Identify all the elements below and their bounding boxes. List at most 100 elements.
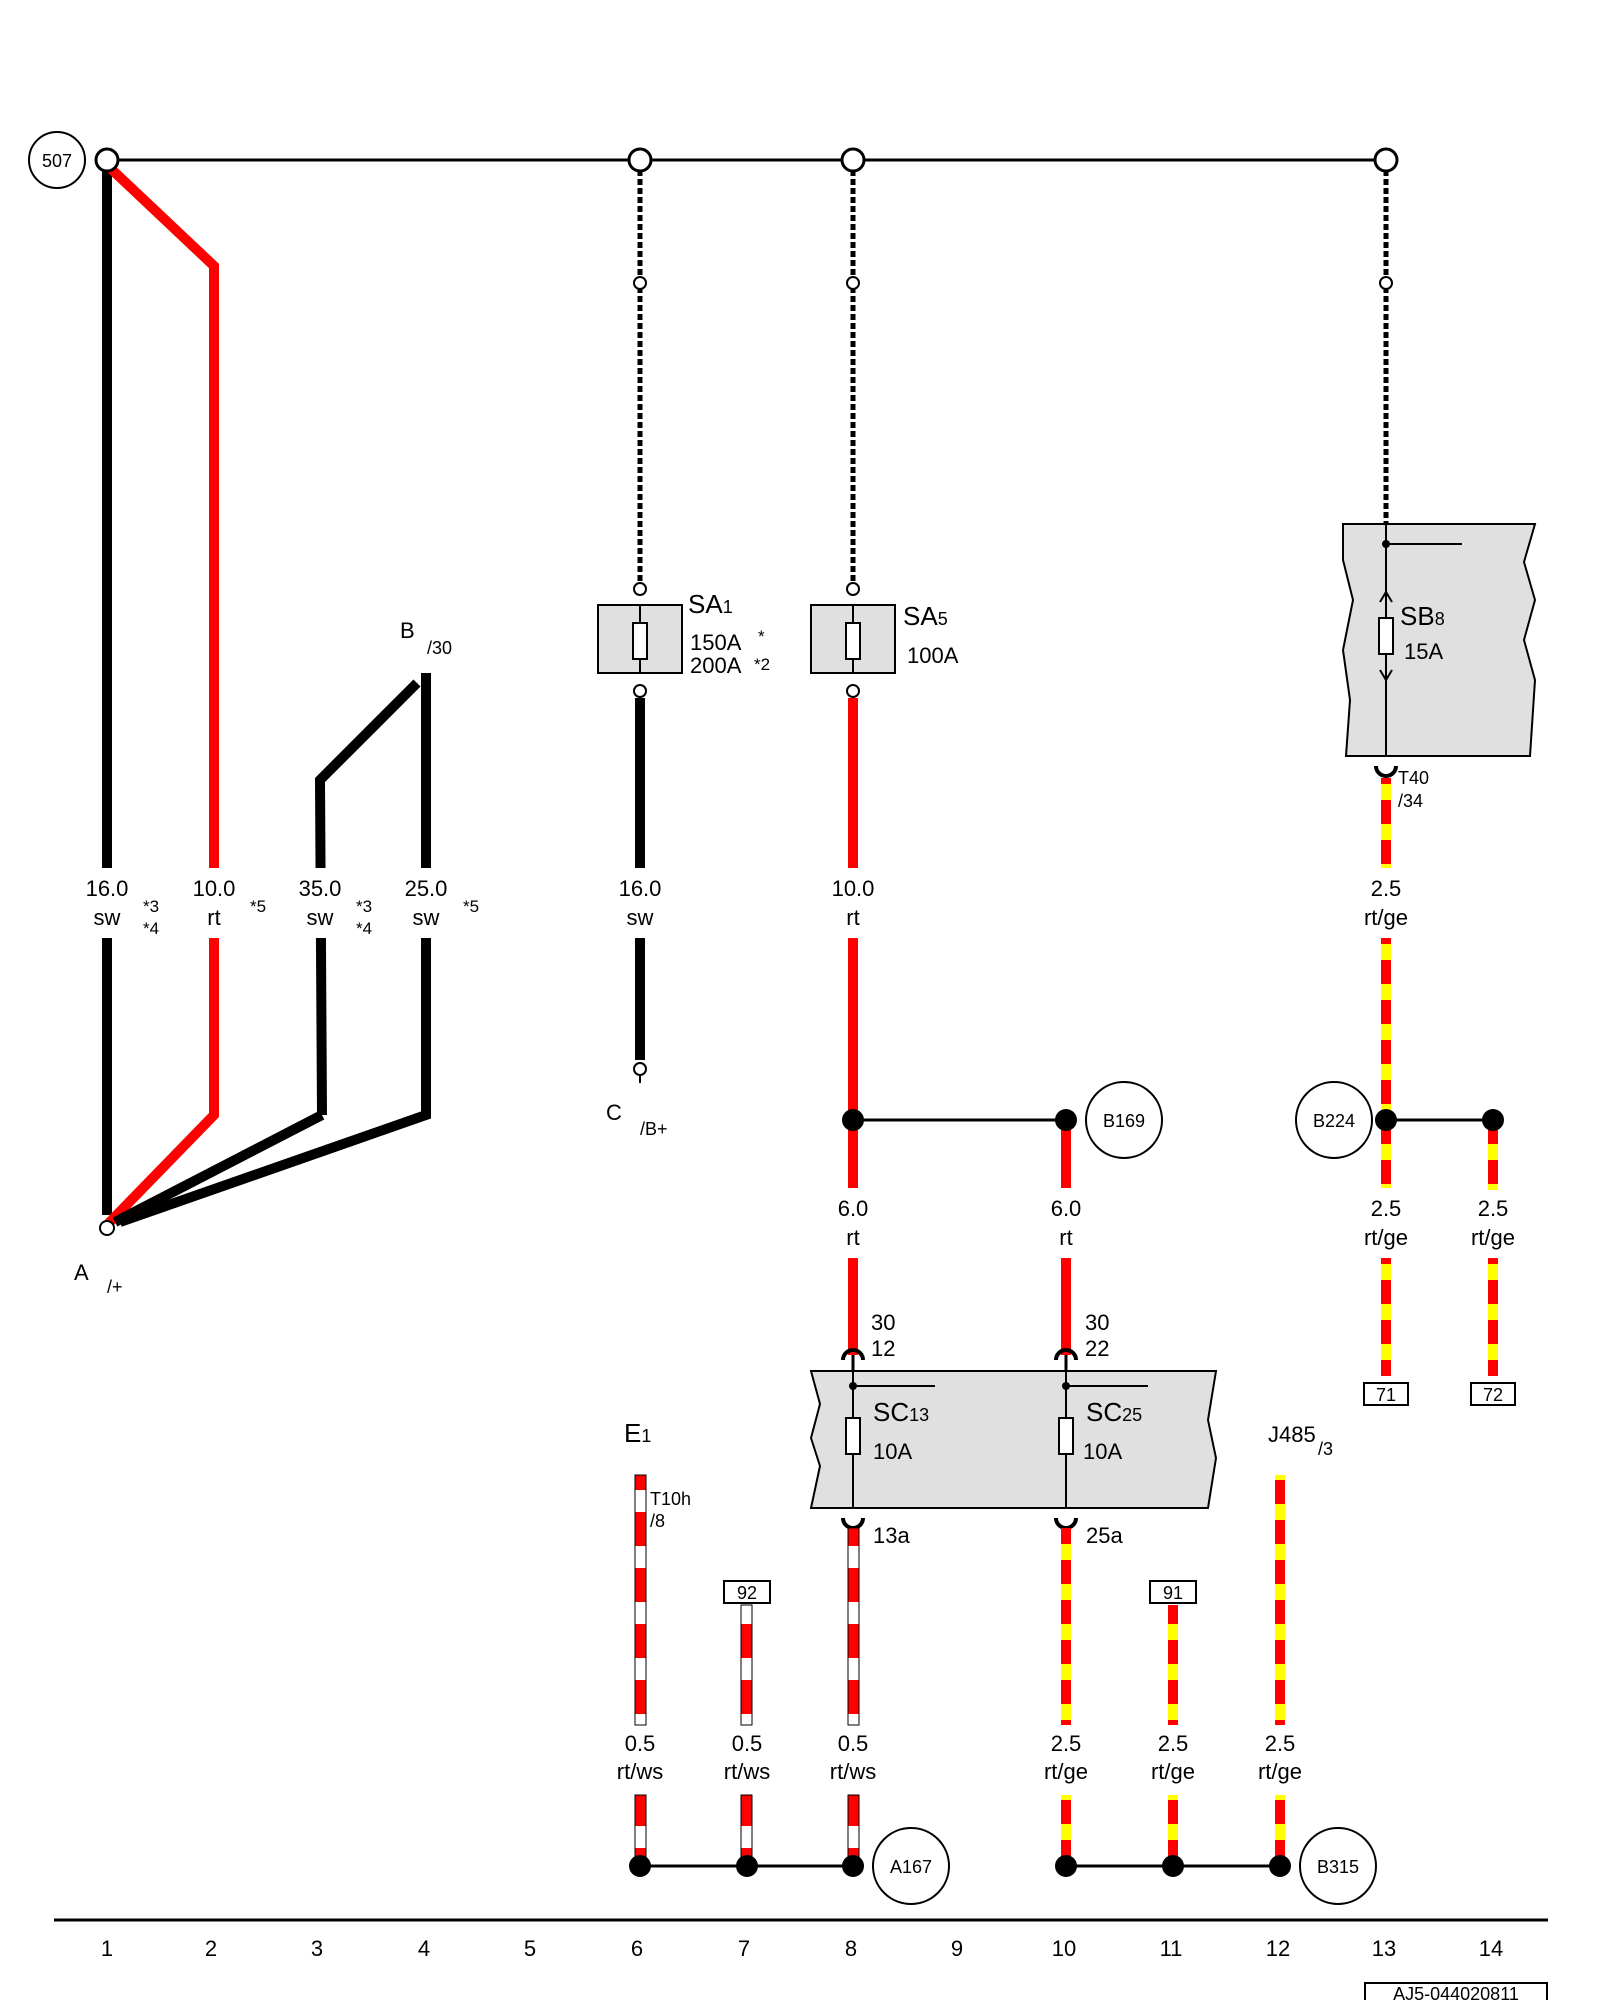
ref-91-box [1149, 1580, 1197, 1604]
wire-col3-black [314, 679, 421, 1116]
terminal-c-node [633, 1062, 647, 1076]
fuse-sa5-element [845, 622, 861, 660]
component-e1-pin-sub: /8 [650, 1511, 665, 1531]
terminal-b-sub: /30 [427, 638, 452, 658]
fuse-sc13-rating: 10A [873, 1439, 912, 1464]
sc13-pin-out: 13a [873, 1523, 910, 1548]
sc25-out-connector [1054, 1517, 1078, 1530]
column-number: 9 [951, 1936, 963, 1961]
wire-col6c-color: rt/ws [617, 1759, 663, 1784]
node-col6-c [633, 684, 647, 698]
fuse-sa5-name: SA5 [903, 601, 948, 631]
connection-b315-label: B315 [1317, 1857, 1359, 1877]
connection-a167-circle [872, 1827, 950, 1905]
splice-col10-bottom [1055, 1855, 1077, 1877]
wire-col1-note2: *4 [143, 919, 159, 938]
ground-label-circle [28, 131, 86, 189]
terminal-c-label: C [606, 1100, 622, 1125]
node-col8-b [846, 582, 860, 596]
terminal-c-sub: /B+ [640, 1119, 668, 1139]
wire-col10c-color: rt/ge [1044, 1759, 1088, 1784]
wire-col13a-color: rt/ge [1364, 905, 1408, 930]
label-gap-col8 [812, 868, 894, 938]
fuse-sa1-rating2: 200A [690, 653, 742, 678]
wire-col2-color: rt [207, 905, 220, 930]
wire-col2-note1: *5 [250, 897, 266, 916]
wire-col13b-size: 2.5 [1371, 1196, 1402, 1221]
splice-col6-bottom [629, 1855, 651, 1877]
wire-col11c-bottom [1168, 1795, 1178, 1866]
wire-col10c-size: 2.5 [1051, 1731, 1082, 1756]
column-number: 2 [205, 1936, 217, 1961]
fuse-sc13-element [845, 1417, 861, 1455]
wire-col2-red [103, 161, 219, 1229]
sc25-pin-in2: 22 [1085, 1336, 1109, 1361]
wire-col13a-size: 2.5 [1371, 876, 1402, 901]
sc13-pin-in2: 12 [871, 1336, 895, 1361]
fuse-sc25-rating: 10A [1083, 1439, 1122, 1464]
column-number: 3 [311, 1936, 323, 1961]
terminal-a-sub: /+ [107, 1277, 123, 1297]
label-gap-left [60, 868, 480, 938]
component-j485-label: J485 [1268, 1422, 1316, 1447]
column-number: 7 [738, 1936, 750, 1961]
ref-92-label: 92 [737, 1583, 757, 1603]
column-number: 4 [418, 1936, 430, 1961]
ref-72-box [1470, 1382, 1516, 1406]
wire-col11c-size: 2.5 [1158, 1731, 1189, 1756]
node-col6-a [633, 276, 647, 290]
wire-col10c-bottom [1061, 1795, 1071, 1866]
column-number: 13 [1372, 1936, 1396, 1961]
wire-col8b-color: rt [846, 1225, 859, 1250]
ground-label-507: 507 [42, 151, 72, 171]
wire-col3-note1: *3 [356, 897, 372, 916]
label-gap-col6 [600, 868, 680, 938]
wire-col4-size: 25.0 [405, 876, 448, 901]
node-col8-c [846, 684, 860, 698]
connection-a167-label: A167 [890, 1857, 932, 1877]
fuse-sb8-element [1378, 617, 1394, 655]
fuse-sa1-name: SA1 [688, 589, 733, 619]
wire-col7c-size: 0.5 [732, 1731, 763, 1756]
wire-col6c-size: 0.5 [625, 1731, 656, 1756]
fuse-box-sc [809, 1370, 1218, 1509]
fuse-sb8-rating: 15A [1404, 639, 1443, 664]
connection-b169-circle [1085, 1081, 1163, 1159]
fuse-sb8-name: SB8 [1400, 601, 1445, 631]
wire-col8b-size: 6.0 [838, 1196, 869, 1221]
node-col8-a [846, 276, 860, 290]
ref-91-label: 91 [1163, 1583, 1183, 1603]
wire-col1-note1: *3 [143, 897, 159, 916]
footer-id-box [1364, 1982, 1548, 2000]
wire-col11c-top [1168, 1605, 1178, 1725]
top-bus-node-col6 [627, 147, 653, 173]
connection-b224-circle [1295, 1081, 1373, 1159]
connection-b224-label: B224 [1313, 1111, 1355, 1131]
fuse-sc25-name: SC25 [1086, 1397, 1142, 1427]
sc25-pin-out: 25a [1086, 1523, 1123, 1548]
wire-col13b-color: rt/ge [1364, 1225, 1408, 1250]
component-e1-pin: T10h [650, 1489, 691, 1509]
wire-col3-note2: *4 [356, 919, 372, 938]
wire-col11c-color: rt/ge [1151, 1759, 1195, 1784]
wire-col10c-top [1061, 1528, 1071, 1725]
fuse-sa1-mark2: *2 [754, 655, 770, 674]
fuse-sa1-rating1: 150A [690, 630, 742, 655]
column-number: 10 [1052, 1936, 1076, 1961]
wire-col1-color: sw [94, 905, 121, 930]
sb8-out-connector [1374, 765, 1398, 778]
wire-col7c-top [740, 1604, 753, 1726]
splice-col8-bottom [842, 1855, 864, 1877]
top-bus-node-col8 [840, 147, 866, 173]
label-gap-col13-a [1345, 868, 1427, 938]
wire-col13-lower-stripe [1381, 1258, 1391, 1376]
column-number: 14 [1479, 1936, 1503, 1961]
column-number: 8 [845, 1936, 857, 1961]
splice-col11-bottom [1162, 1855, 1184, 1877]
sc25-in-connector [1054, 1348, 1078, 1361]
label-gap-col13-b [1345, 1190, 1427, 1258]
splice-col14 [1482, 1109, 1504, 1131]
sb8-arrow-bottom [1379, 669, 1393, 682]
wire-col13-stripe [1381, 778, 1391, 1188]
